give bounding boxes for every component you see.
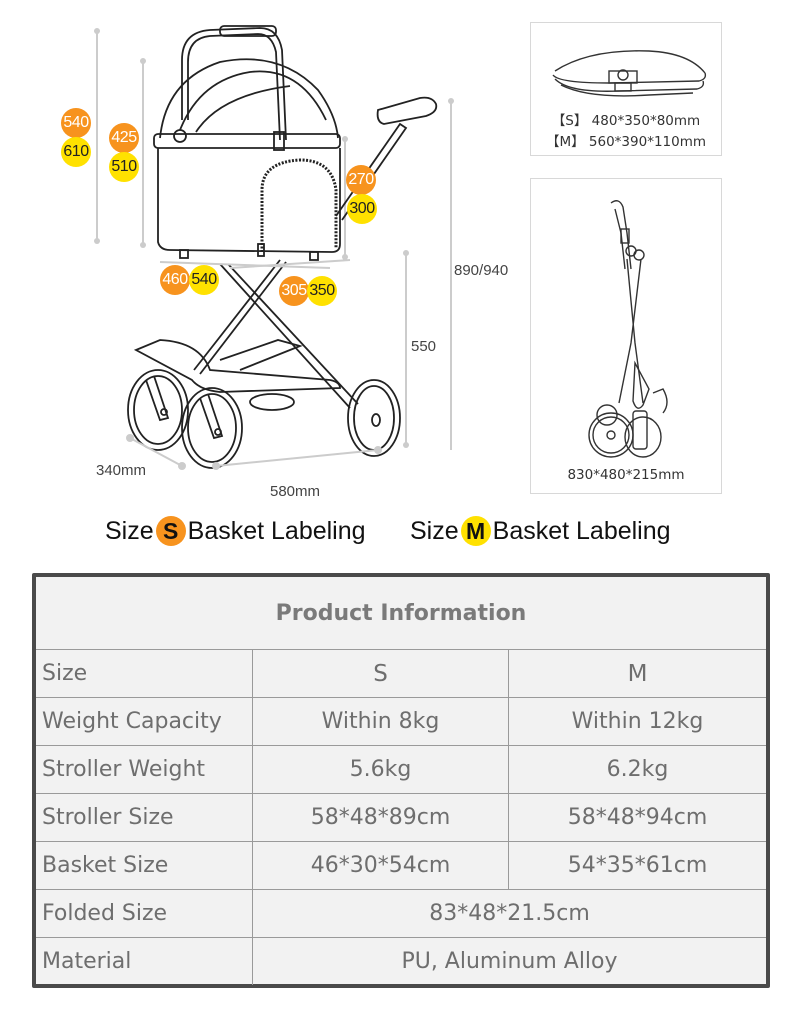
dimension-line-total-height	[450, 100, 452, 450]
wheelbase-length-label: 580mm	[270, 483, 321, 500]
row-value-m: 58*48*94cm	[508, 793, 766, 842]
product-info-grid: Product Information Size S M Weight Capa…	[36, 577, 766, 985]
stroller-dimension-diagram: 540 610 425 510 270 300 460 540 305 350 …	[61, 22, 722, 500]
badge-m-overall-height: 610	[61, 137, 91, 167]
legend-m-badge: M	[460, 516, 491, 546]
folded-stroller-illustration	[588, 200, 668, 458]
table-row: Folded Size 83*48*21.5cm	[36, 889, 766, 938]
row-value-s: 58*48*89cm	[252, 793, 509, 842]
row-label: Material	[36, 937, 253, 985]
table-title-row: Product Information	[36, 577, 766, 650]
row-value-merged: 83*48*21.5cm	[252, 889, 766, 938]
table-row: Weight Capacity Within 8kg Within 12kg	[36, 697, 766, 746]
legend-size-m: Size M Basket Labeling	[410, 516, 671, 546]
row-value-m: Within 12kg	[508, 697, 766, 746]
row-value-merged: PU, Aluminum Alloy	[252, 937, 766, 985]
row-label: Weight Capacity	[36, 697, 253, 746]
row-label: Stroller Weight	[36, 745, 253, 794]
dimension-dot	[403, 250, 409, 256]
folded-basket-illustration	[552, 50, 707, 97]
row-label: Folded Size	[36, 889, 253, 938]
row-value-s: Within 8kg	[252, 697, 509, 746]
dimension-line-basket-width	[344, 138, 346, 256]
badge-s-overall-height: 540	[61, 108, 91, 138]
dimension-line-seat-height	[405, 252, 407, 444]
stroller-illustration	[127, 25, 438, 469]
badge-m-basket-width: 300	[347, 194, 377, 224]
size-legend: Size S Basket Labeling Size M Basket Lab…	[0, 512, 800, 552]
badge-m-basket-depth: 350	[307, 276, 337, 306]
dimension-dot	[403, 442, 409, 448]
row-value-s: 46*30*54cm	[252, 841, 509, 890]
base-dimension-lines	[126, 259, 382, 470]
badge-s-basket-width: 270	[346, 165, 376, 195]
table-header-row: Size S M	[36, 649, 766, 698]
folded-basket-s-size: 【S】 480*350*80mm	[551, 113, 701, 129]
table-row: Stroller Size 58*48*89cm 58*48*94cm	[36, 793, 766, 842]
badge-m-basket-height: 510	[109, 152, 139, 182]
total-height-label: 890/940	[454, 262, 509, 279]
badge-s-basket-depth: 305	[279, 276, 309, 306]
table-row: Stroller Weight 5.6kg 6.2kg	[36, 745, 766, 794]
folded-basket-panel: 【S】 480*350*80mm 【M】 560*390*110mm	[530, 22, 722, 156]
legend-s-suffix: Basket Labeling	[187, 516, 366, 545]
dimension-dot	[140, 242, 146, 248]
dimension-dot	[94, 28, 100, 34]
badge-m-basket-length: 540	[189, 265, 219, 295]
dimension-line-basket-height	[142, 60, 144, 246]
folded-stroller-panel: 830*480*215mm	[530, 178, 722, 494]
table-row: Material PU, Aluminum Alloy	[36, 937, 766, 985]
wheelbase-width-label: 340mm	[96, 462, 147, 479]
row-label: Basket Size	[36, 841, 253, 890]
dimension-dot	[448, 98, 454, 104]
legend-m-prefix: Size	[410, 516, 459, 545]
product-information-table: Product Information Size S M Weight Capa…	[32, 573, 770, 988]
seat-height-label: 550	[411, 338, 437, 355]
badge-s-basket-length: 460	[160, 265, 190, 295]
badge-s-basket-height: 425	[109, 123, 139, 153]
dimension-dot	[342, 136, 348, 142]
row-value-m: 6.2kg	[508, 745, 766, 794]
header-size-label: Size	[36, 649, 253, 698]
table-title: Product Information	[36, 577, 766, 650]
dimension-line-overall-height	[96, 30, 98, 242]
row-label: Stroller Size	[36, 793, 253, 842]
legend-size-s: Size S Basket Labeling	[105, 516, 366, 546]
legend-s-badge: S	[155, 516, 186, 546]
dimension-dot	[94, 238, 100, 244]
header-size-s: S	[252, 649, 509, 698]
dimension-dot	[140, 58, 146, 64]
row-value-s: 5.6kg	[252, 745, 509, 794]
dimension-dot	[342, 254, 348, 260]
header-size-m: M	[508, 649, 766, 698]
legend-s-prefix: Size	[105, 516, 154, 545]
row-value-m: 54*35*61cm	[508, 841, 766, 890]
legend-m-suffix: Basket Labeling	[492, 516, 671, 545]
folded-basket-m-size: 【M】 560*390*110mm	[545, 134, 707, 150]
folded-stroller-size: 830*480*215mm	[567, 467, 685, 483]
table-row: Basket Size 46*30*54cm 54*35*61cm	[36, 841, 766, 890]
